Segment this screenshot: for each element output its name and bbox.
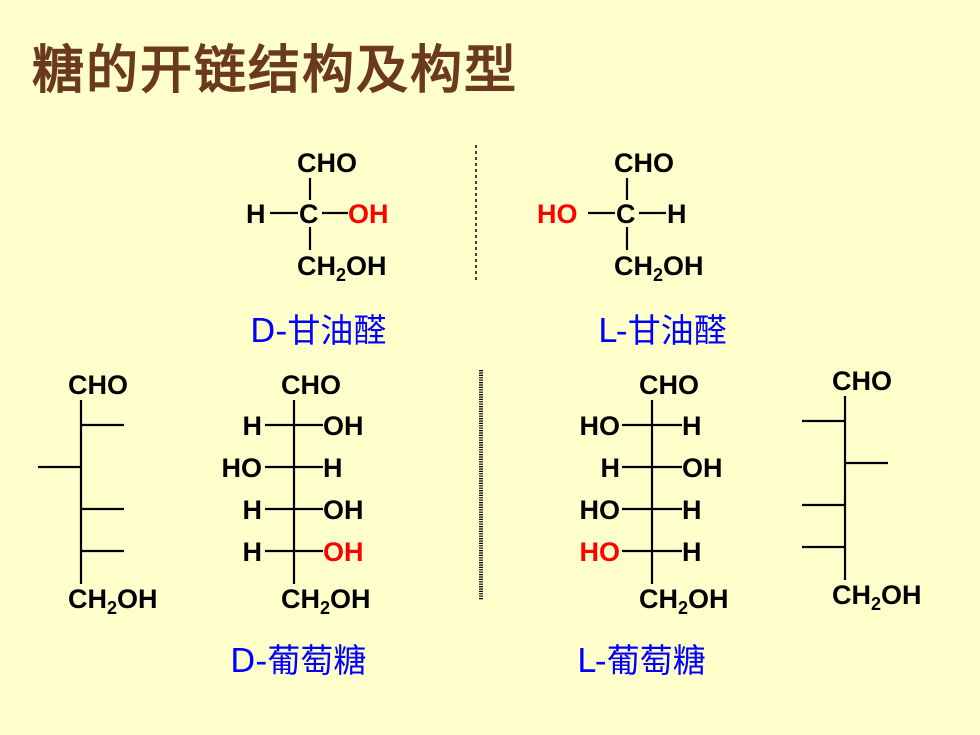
l-gly-left-group: HO [537, 199, 578, 229]
l-gly-center-carbon: C [616, 199, 636, 229]
d-gly-center-carbon: C [299, 199, 319, 229]
d-gly-bottom-group: CH2OH [297, 251, 387, 285]
l-glu-c5-left: HO [580, 537, 621, 567]
l-glyceraldehyde: CHO HO C H CH2OH L-甘油醛 [537, 148, 727, 350]
d-glu-bottom-group: CH2OH [281, 584, 371, 618]
d-skel-bottom-group: CH2OH [68, 584, 158, 618]
d-glucose-caption: D-葡萄糖 [230, 641, 366, 680]
l-skel-bottom-group: CH2OH [832, 580, 922, 614]
l-glu-c2-left: HO [580, 411, 621, 441]
l-glu-c3-right: OH [682, 453, 723, 483]
l-glucose-caption: L-葡萄糖 [577, 641, 706, 680]
l-glucose-skeleton: CHO CH2OH [802, 366, 922, 614]
d-glu-top-group: CHO [281, 370, 341, 400]
d-glu-c3-right: H [323, 453, 343, 483]
l-skel-top-group: CHO [832, 366, 892, 396]
d-gly-right-group: OH [348, 199, 389, 229]
l-glyceraldehyde-caption: L-甘油醛 [598, 311, 727, 350]
l-glu-c4-right: H [682, 495, 702, 525]
d-glyceraldehyde: CHO H C OH CH2OH D-甘油醛 [246, 148, 389, 350]
l-glu-c4-left: HO [580, 495, 621, 525]
d-glu-c5-left: H [243, 537, 263, 567]
l-glu-bottom-group: CH2OH [639, 584, 729, 618]
l-gly-bottom-group: CH2OH [614, 251, 704, 285]
l-glu-top-group: CHO [639, 370, 699, 400]
d-glu-c5-right: OH [323, 537, 364, 567]
d-glyceraldehyde-caption: D-甘油醛 [250, 311, 386, 350]
d-glu-c4-left: H [243, 495, 263, 525]
l-glucose: CHO HO H H OH HO H HO H CH2OH L-葡萄糖 [577, 370, 729, 680]
d-glucose: CHO H OH HO H H OH H OH CH2OH D-葡萄糖 [222, 370, 371, 680]
d-glu-c2-left: H [243, 411, 263, 441]
d-skel-top-group: CHO [68, 370, 128, 400]
d-gly-top-group: CHO [297, 148, 357, 178]
l-gly-right-group: H [667, 199, 687, 229]
l-glu-c3-left: H [601, 453, 621, 483]
d-glu-c3-left: HO [222, 453, 263, 483]
d-glu-c4-right: OH [323, 495, 364, 525]
l-glu-c5-right: H [682, 537, 702, 567]
l-glu-c2-right: H [682, 411, 702, 441]
l-gly-top-group: CHO [614, 148, 674, 178]
d-glucose-skeleton: CHO CH2OH [38, 370, 158, 618]
d-gly-left-group: H [246, 199, 266, 229]
d-glu-c2-right: OH [323, 411, 364, 441]
page-title: 糖的开链结构及构型 [32, 40, 519, 101]
